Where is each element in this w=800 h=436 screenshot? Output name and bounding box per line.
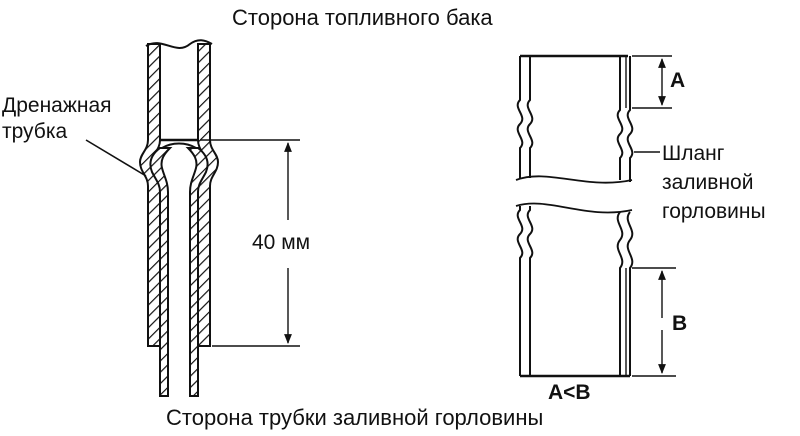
hose-upper-break [515,175,633,184]
drain-tube-leader [85,139,147,177]
relation-label: A<B [548,381,591,404]
drain-tube-assembly [85,39,220,397]
dimension-a-label: A [670,69,686,92]
dimension-a [632,55,672,109]
inner-tube-right-wall [185,147,209,397]
drain-tube-label-line1: Дренажная [2,94,112,117]
filler-hose [515,54,660,378]
outer-pipe-break [145,39,213,49]
drain-tube-label-line2: трубка [2,120,68,143]
outer-pipe-left-wall [138,43,161,347]
hose-label-line1: Шланг [662,142,725,165]
dimension-b-label: B [672,312,688,335]
hose-lower-break [515,202,633,214]
dimension-40mm [200,139,300,347]
hose-label-line3: горловины [662,200,766,223]
outer-pipe-right-wall [197,43,220,347]
dimension-40-label: 40 мм [252,231,311,254]
dimension-b [632,267,676,377]
top-title: Сторона топливного бака [232,5,493,30]
hose-label-line2: заливной [662,171,754,194]
inner-tube-left-wall [149,147,173,397]
bottom-title: Сторона трубки заливной горловины [166,405,544,430]
